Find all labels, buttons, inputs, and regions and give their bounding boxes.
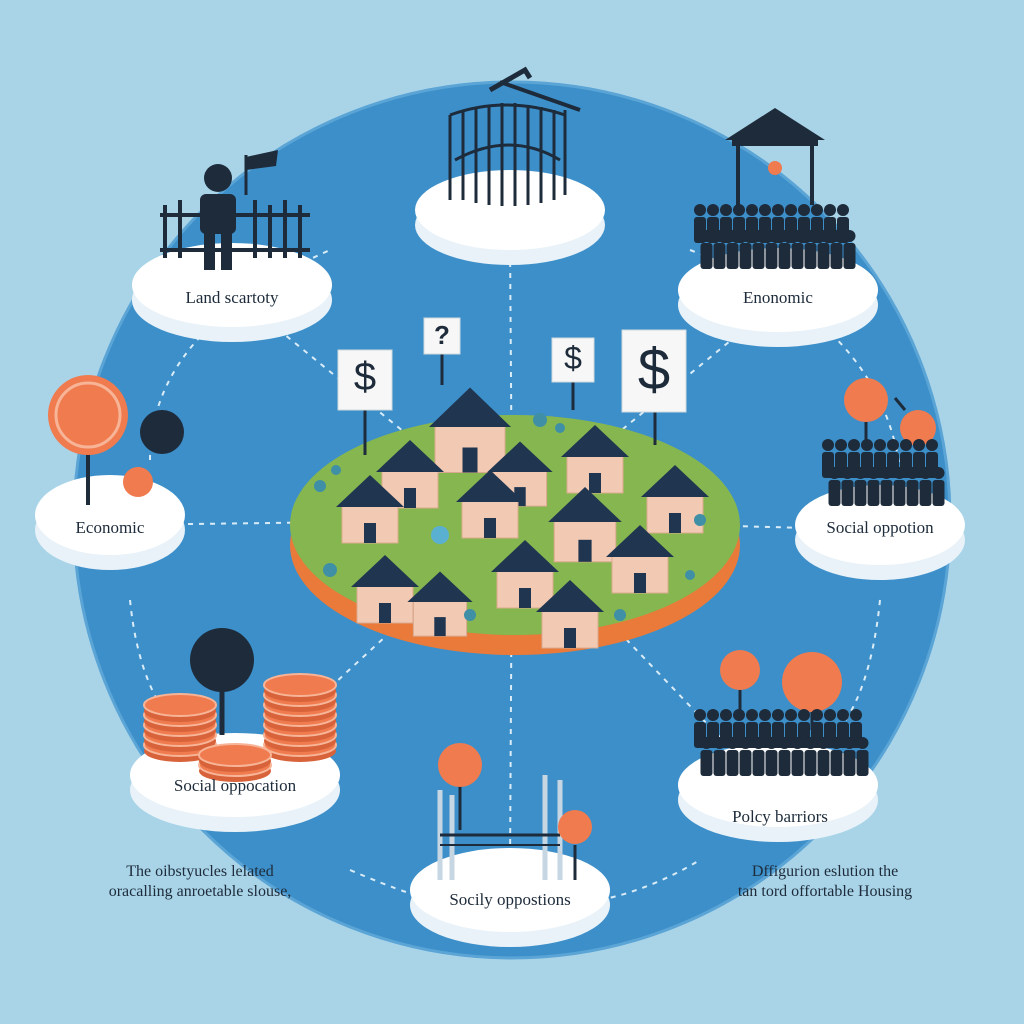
person-icon xyxy=(766,230,778,269)
person-icon xyxy=(805,737,817,776)
sign-question-text: ? xyxy=(424,320,460,351)
person-icon xyxy=(753,737,765,776)
caption-left: The oibstyucles lelated oracalling anroe… xyxy=(40,862,360,902)
person-icon xyxy=(831,737,843,776)
person-icon xyxy=(779,737,791,776)
label-economic-top: Enonomic xyxy=(658,288,898,308)
person-icon xyxy=(766,737,778,776)
person-icon xyxy=(740,737,752,776)
label-economic-left: Economic xyxy=(0,518,230,538)
person-icon xyxy=(857,737,869,776)
person-icon xyxy=(818,230,830,269)
person-icon xyxy=(844,230,856,269)
person-icon xyxy=(829,467,841,506)
person-icon xyxy=(818,737,830,776)
sign-dollar-1-text: $ xyxy=(338,355,392,400)
label-social-right: Social oppotion xyxy=(760,518,1000,538)
person-icon xyxy=(844,737,856,776)
label-land-scarcity: Land scartoty xyxy=(112,288,352,308)
person-icon xyxy=(779,230,791,269)
person-icon xyxy=(714,737,726,776)
person-icon xyxy=(894,467,906,506)
person-icon xyxy=(933,467,945,506)
person-icon xyxy=(792,230,804,269)
person-icon xyxy=(727,230,739,269)
caption-left-line-2: oracalling anroetable slouse, xyxy=(40,882,360,902)
label-social-bottom: Socily oppostions xyxy=(390,890,630,910)
person-icon xyxy=(868,467,880,506)
person-icon xyxy=(831,230,843,269)
person-icon xyxy=(855,467,867,506)
sign-dollar-3-text: $ xyxy=(622,336,686,403)
person-icon xyxy=(701,737,713,776)
person-icon xyxy=(881,467,893,506)
person-icon xyxy=(792,737,804,776)
sign-dollar-2-text: $ xyxy=(552,340,594,377)
caption-left-line-1: The oibstyucles lelated xyxy=(40,862,360,882)
person-icon xyxy=(920,467,932,506)
label-social-bottom-left: Social oppocation xyxy=(115,776,355,796)
label-policy-barriers: Polcy barriors xyxy=(660,807,900,827)
person-icon xyxy=(907,467,919,506)
person-icon xyxy=(753,230,765,269)
person-icon xyxy=(714,230,726,269)
person-icon xyxy=(727,737,739,776)
person-icon xyxy=(842,467,854,506)
person-icon xyxy=(701,230,713,269)
caption-right-line-1: Dffigurion eslution the xyxy=(665,862,985,882)
person-icon xyxy=(805,230,817,269)
caption-right: Dffigurion eslution the tan tord offorta… xyxy=(665,862,985,902)
caption-right-line-2: tan tord offortable Housing xyxy=(665,882,985,902)
person-icon xyxy=(740,230,752,269)
